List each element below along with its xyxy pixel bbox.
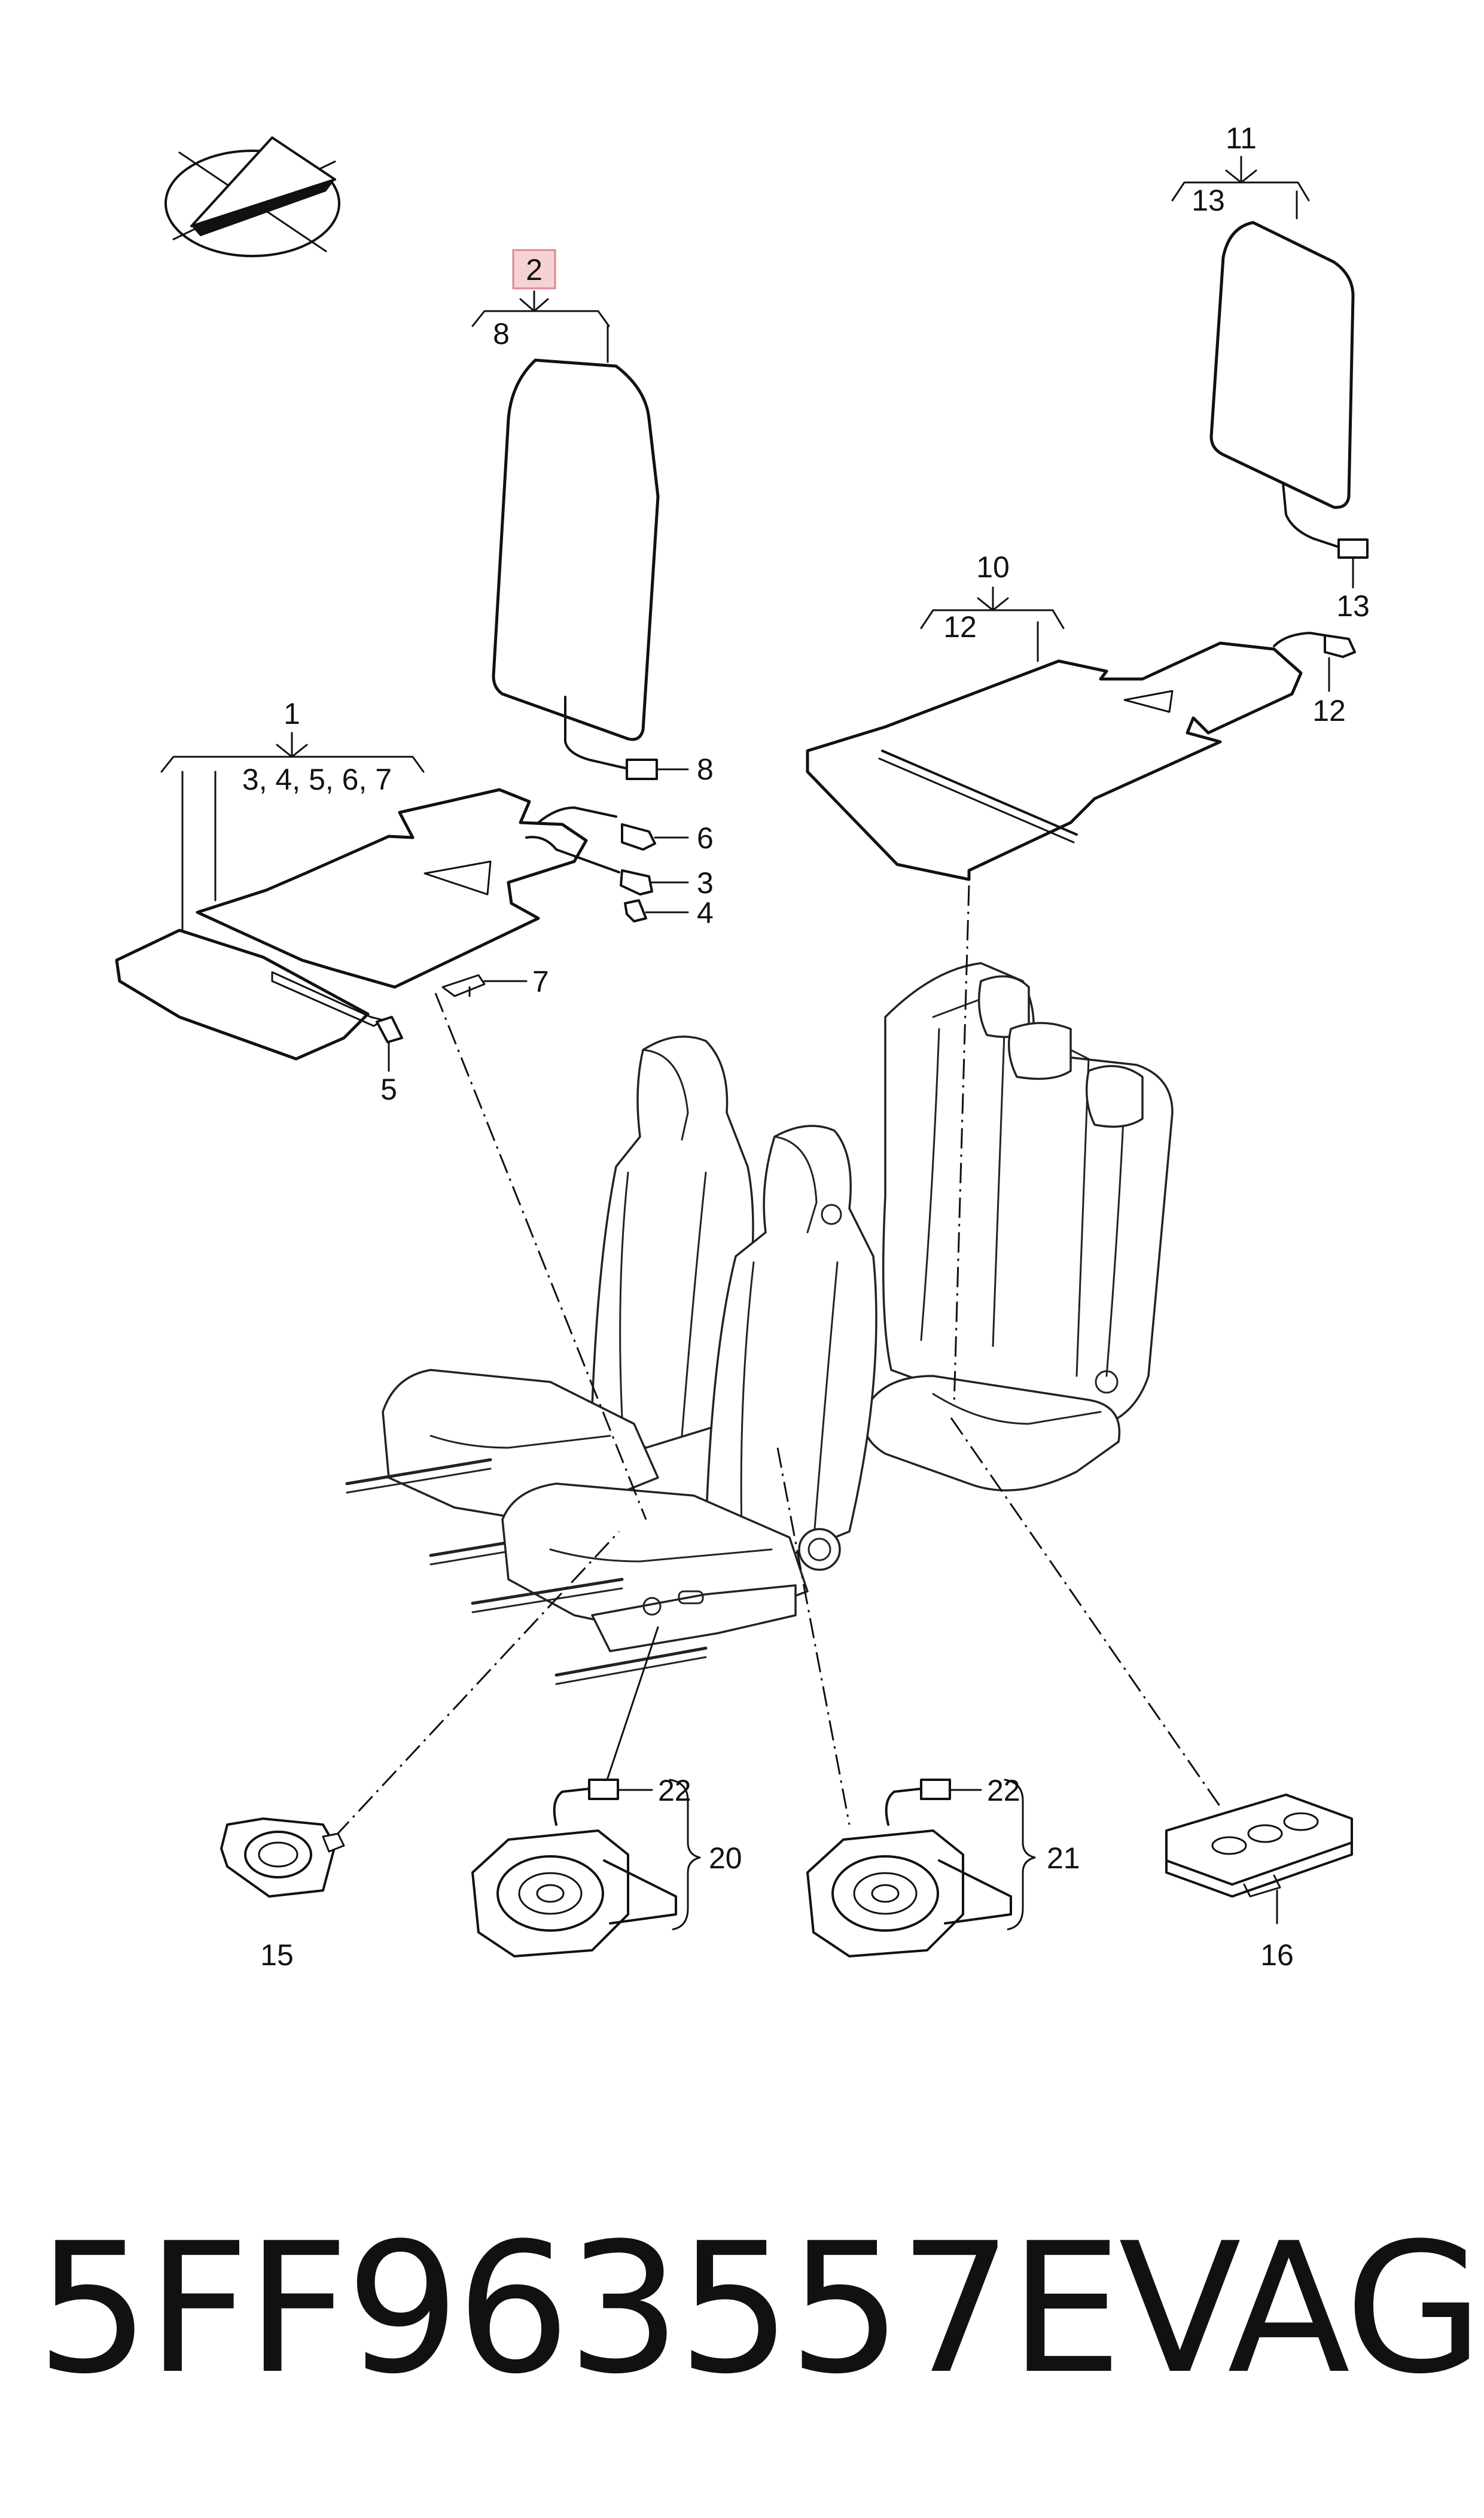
label-21: 21 bbox=[1047, 1841, 1080, 1875]
label-22b: 22 bbox=[987, 1774, 1020, 1807]
callout-label-2: 2 bbox=[526, 253, 543, 287]
callout-sublabel-1: 3, 4, 5, 6, 7 bbox=[242, 763, 392, 796]
brand-name: VAG bbox=[1119, 2205, 1483, 2413]
label-7: 7 bbox=[532, 965, 549, 998]
callout-label-11: 11 bbox=[1226, 121, 1257, 155]
backrest-heater-pad-2[interactable]: 2 8 8 bbox=[471, 249, 714, 786]
callout-sublabel-12: 12 bbox=[943, 610, 977, 644]
part-15[interactable]: 15 bbox=[220, 1817, 345, 1972]
callout-sublabel-13: 13 bbox=[1192, 184, 1225, 217]
label-8: 8 bbox=[697, 753, 714, 786]
blower-fan-21[interactable]: 22 21 bbox=[806, 1774, 1080, 1957]
orientation-symbol-icon bbox=[164, 136, 340, 257]
callout-label-10: 10 bbox=[976, 550, 1010, 584]
rear-cushion-heater-pad-10[interactable]: 10 12 12 bbox=[806, 550, 1356, 881]
label-5: 5 bbox=[380, 1073, 397, 1106]
front-cushion-heater-pad-1[interactable]: 1 3, 4, 5, 6, 7 6 3 4 7 5 bbox=[115, 697, 714, 1106]
label-16: 16 bbox=[1260, 1938, 1294, 1972]
highlight-box bbox=[512, 249, 556, 290]
control-module-16[interactable]: 16 bbox=[1165, 1794, 1353, 1972]
callout-label-1: 1 bbox=[284, 697, 300, 730]
label-6: 6 bbox=[697, 821, 714, 855]
rear-backrest-heater-pad-11[interactable]: 11 13 13 bbox=[1171, 121, 1370, 623]
label-12: 12 bbox=[1312, 694, 1346, 727]
label-20: 20 bbox=[709, 1841, 742, 1875]
callout-sublabel-8: 8 bbox=[493, 317, 510, 351]
leader-lines bbox=[334, 885, 1221, 1838]
vehicle-seats-illustration bbox=[345, 962, 1174, 1685]
label-3: 3 bbox=[697, 866, 714, 900]
blower-fan-20[interactable]: 22 20 bbox=[471, 1774, 742, 1957]
label-13: 13 bbox=[1336, 589, 1370, 623]
label-4: 4 bbox=[697, 896, 714, 930]
label-15: 15 bbox=[260, 1938, 294, 1972]
part-number: 5FF963557E bbox=[36, 2205, 1123, 2413]
